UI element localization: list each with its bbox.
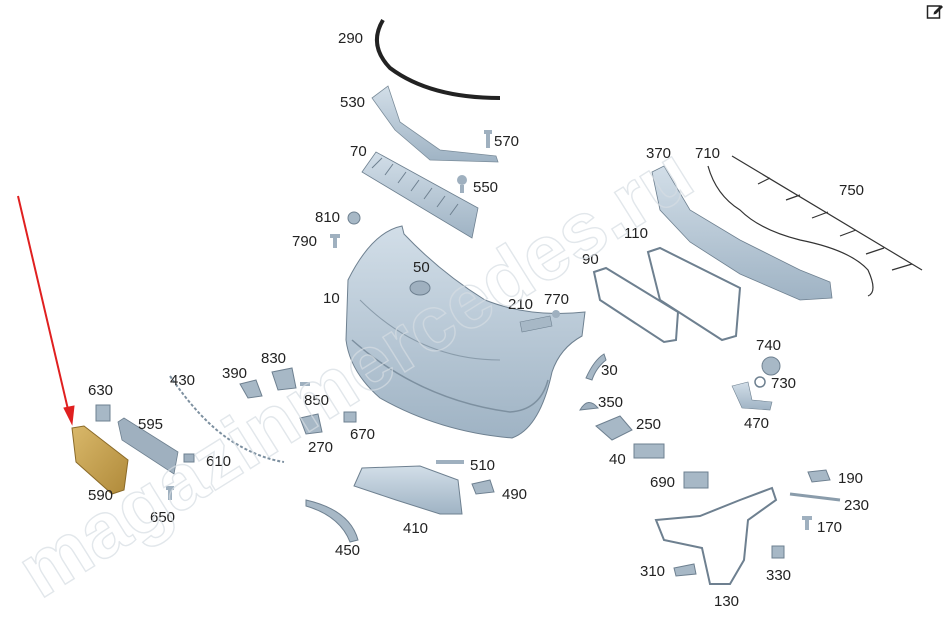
callout-370: 370 (646, 145, 672, 162)
part-710-harness (707, 165, 874, 297)
part-730-ring (754, 376, 766, 388)
callout-610: 610 (206, 453, 232, 470)
part-40-sensor (633, 443, 665, 459)
callout-710: 710 (695, 145, 721, 162)
part-740-sensor (761, 356, 781, 376)
callout-290: 290 (338, 30, 364, 47)
part-790-screw (330, 234, 340, 248)
part-390-bracket (239, 379, 263, 399)
callout-630: 630 (88, 382, 114, 399)
callout-210: 210 (508, 296, 534, 313)
callout-650: 650 (150, 509, 176, 526)
callout-330: 330 (766, 567, 792, 584)
part-450-trim (305, 499, 359, 543)
callout-10: 10 (323, 290, 340, 307)
callout-570: 570 (494, 133, 520, 150)
callout-530: 530 (340, 94, 366, 111)
part-30-trim (585, 353, 607, 381)
part-210-strip (519, 315, 553, 333)
red-pointer-arrow (17, 195, 71, 419)
callout-410: 410 (403, 520, 429, 537)
part-130-carrier (654, 486, 778, 585)
part-230-strip (789, 492, 841, 502)
part-610-clip (183, 453, 195, 463)
part-810-nut (347, 211, 361, 225)
callout-450: 450 (335, 542, 361, 559)
part-170-screw (802, 516, 812, 530)
part-490-bracket (471, 479, 495, 495)
part-350-clip (579, 402, 599, 411)
callout-670: 670 (350, 426, 376, 443)
part-630-clip (95, 404, 111, 422)
callout-390: 390 (222, 365, 248, 382)
part-310-clip (673, 563, 697, 577)
callout-690: 690 (650, 474, 676, 491)
callout-595: 595 (138, 416, 164, 433)
callout-550: 550 (473, 179, 499, 196)
callout-850: 850 (304, 392, 330, 409)
callout-270: 270 (308, 439, 334, 456)
callout-490: 490 (502, 486, 528, 503)
callout-470: 470 (744, 415, 770, 432)
part-290-strip (374, 18, 501, 100)
edit-icon[interactable] (926, 2, 944, 20)
callout-430: 430 (170, 372, 196, 389)
callout-750: 750 (839, 182, 865, 199)
callout-170: 170 (817, 519, 843, 536)
part-70-grille (361, 151, 479, 239)
part-595-plate (117, 417, 179, 475)
callout-350: 350 (598, 394, 624, 411)
part-530-bracket (371, 85, 499, 163)
callout-30: 30 (601, 362, 618, 379)
part-330-clip (771, 545, 785, 559)
callout-190: 190 (838, 470, 864, 487)
part-410-lower-grille (353, 465, 463, 515)
callout-230: 230 (844, 497, 870, 514)
part-430-strip (169, 375, 285, 463)
part-850-screw (300, 382, 310, 386)
part-50-emblem (409, 280, 431, 296)
callout-90: 90 (582, 251, 599, 268)
callout-770: 770 (544, 291, 570, 308)
part-510-strip (436, 460, 464, 464)
part-570-screw (484, 130, 492, 148)
callout-790: 790 (292, 233, 318, 250)
part-190-bracket (807, 469, 831, 483)
callout-740: 740 (756, 337, 782, 354)
part-270-bracket (299, 413, 323, 435)
callout-830: 830 (261, 350, 287, 367)
part-690-sensor (683, 471, 709, 489)
part-750-brackets (731, 155, 923, 271)
callout-70: 70 (350, 143, 367, 160)
part-250-bracket (595, 415, 633, 441)
callout-250: 250 (636, 416, 662, 433)
callout-40: 40 (609, 451, 626, 468)
part-550-clip (457, 175, 467, 193)
part-90-frame (592, 266, 680, 344)
callout-110: 110 (624, 225, 648, 242)
part-470-holder (731, 381, 773, 411)
part-590-license-plate-holder[interactable] (71, 425, 129, 495)
callout-730: 730 (771, 375, 797, 392)
part-650-screw (166, 486, 174, 500)
part-830-bracket (271, 367, 297, 391)
part-10-bumper (345, 225, 586, 439)
part-770-clip (552, 310, 560, 318)
part-670-clip (343, 411, 357, 423)
callout-310: 310 (640, 563, 666, 580)
part-370-beam (651, 165, 833, 301)
callout-590: 590 (88, 487, 114, 504)
callout-130: 130 (714, 593, 740, 610)
callout-50: 50 (413, 259, 430, 276)
callout-510: 510 (470, 457, 496, 474)
callout-810: 810 (315, 209, 341, 226)
